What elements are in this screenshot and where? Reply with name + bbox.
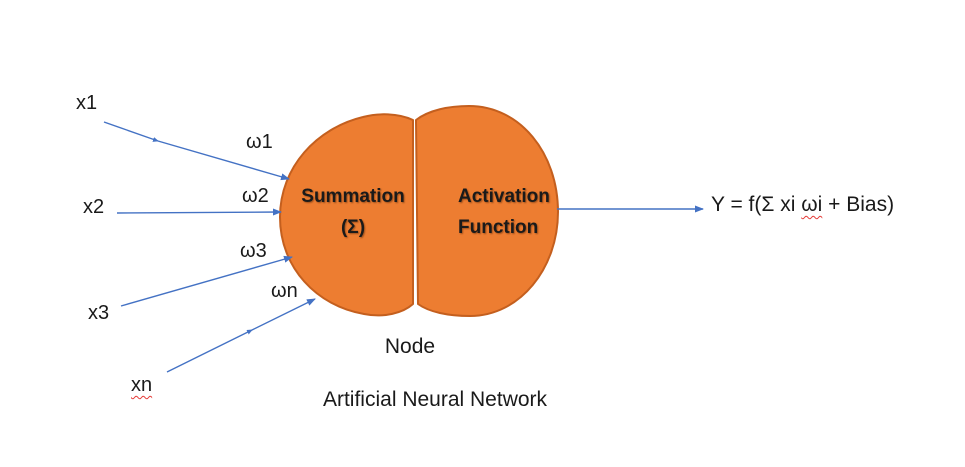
- input-label-x1: x1: [76, 92, 98, 114]
- input-arrow-x3: [120, 255, 293, 307]
- output-formula-word: ωi: [801, 193, 823, 216]
- summation-lobe: [279, 113, 414, 317]
- summation-label: Summation (Σ): [288, 181, 418, 243]
- diagram-title: Artificial Neural Network: [322, 388, 548, 411]
- activation-line1: Activation: [458, 186, 550, 207]
- activation-label: Activation Function: [458, 181, 550, 243]
- output-formula-suffix: + Bias): [822, 193, 895, 216]
- activation-line2: Function: [458, 217, 539, 238]
- summation-line1: Summation: [301, 186, 405, 207]
- weight-label-w3: ω3: [240, 240, 267, 262]
- input-label-x2: x2: [83, 196, 105, 218]
- output-formula-prefix: Y = f(Σ xi: [711, 193, 802, 216]
- input-label-xn-text: xn: [131, 374, 153, 396]
- input-arrow-xn: [166, 298, 316, 373]
- weight-label-w1: ω1: [246, 131, 273, 153]
- activation-lobe: [415, 105, 559, 317]
- summation-line2: (Σ): [340, 217, 366, 238]
- node-caption: Node: [384, 335, 436, 358]
- input-arrow-x2: [116, 208, 282, 216]
- input-label-x3: x3: [88, 302, 110, 324]
- output-formula: Y = f(Σ xi ωi + Bias): [711, 193, 894, 216]
- weight-label-wn: ωn: [271, 280, 298, 302]
- input-arrow-x1: [103, 121, 290, 181]
- input-label-xn: xn: [131, 374, 152, 396]
- weight-label-w2: ω2: [242, 185, 269, 207]
